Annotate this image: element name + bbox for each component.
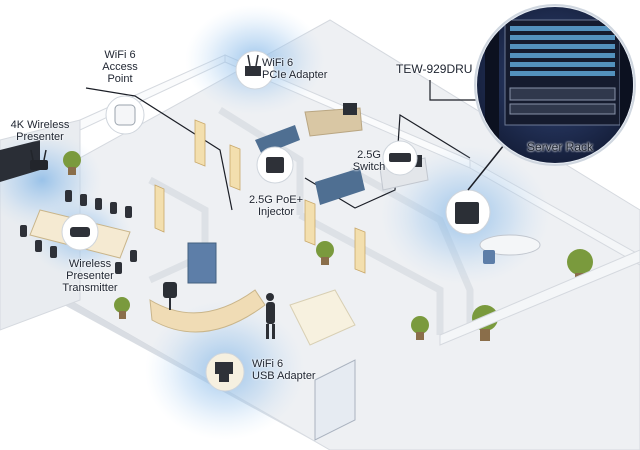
lobby-sofa	[289, 289, 356, 346]
sofa-blue	[255, 125, 300, 155]
office-partition-wall	[218, 107, 304, 215]
wifi6-access-point-label: WiFi 6 Access Point	[102, 49, 138, 85]
outer-wall-front-right	[439, 249, 640, 346]
access-point-icon	[105, 95, 145, 135]
pcie-adapter-icon	[235, 50, 275, 90]
wifi6-usb-adapter-label: WiFi 6 USB Adapter	[252, 358, 316, 382]
wireless-presenter-4k-label: 4K Wireless Presenter	[10, 119, 70, 143]
wifi6-pcie-adapter-label: WiFi 6 PCIe Adapter	[262, 57, 328, 81]
conference-tv-screen	[0, 140, 40, 182]
lobby-wall	[298, 211, 444, 335]
server-room-device-icon	[445, 189, 491, 235]
poe-injector-icon	[256, 146, 294, 184]
server-room-table	[479, 234, 541, 256]
conference-chairs	[20, 190, 137, 274]
tew-929dru-label: TEW-929DRU	[396, 62, 473, 76]
server-room-chair	[483, 250, 495, 264]
meeting-room-wall	[148, 176, 209, 284]
usb-adapter-icon	[205, 352, 245, 392]
reception-desk	[149, 289, 266, 333]
router-icon	[30, 149, 48, 170]
doors	[154, 119, 366, 274]
presenter-transmitter-icon	[61, 213, 99, 251]
callout-room-outline-left	[85, 87, 233, 211]
filing-cabinet	[187, 242, 217, 284]
switch-icon	[382, 140, 418, 176]
server-rack-inset	[477, 7, 633, 163]
wireless-presenter-transmitter-label: Wireless Presenter Transmitter	[62, 258, 118, 294]
poe-injector-25g-label: 2.5G PoE+ Injector	[248, 194, 304, 218]
sofa-server-room	[315, 168, 365, 205]
reception-chair	[163, 282, 177, 310]
switch-25g-label: 2.5G Switch	[352, 149, 386, 173]
glass-door	[314, 359, 356, 441]
person-figure	[266, 293, 275, 339]
server-rack-label: Server Rack	[526, 140, 594, 154]
desktop-computer-icon	[343, 103, 357, 115]
